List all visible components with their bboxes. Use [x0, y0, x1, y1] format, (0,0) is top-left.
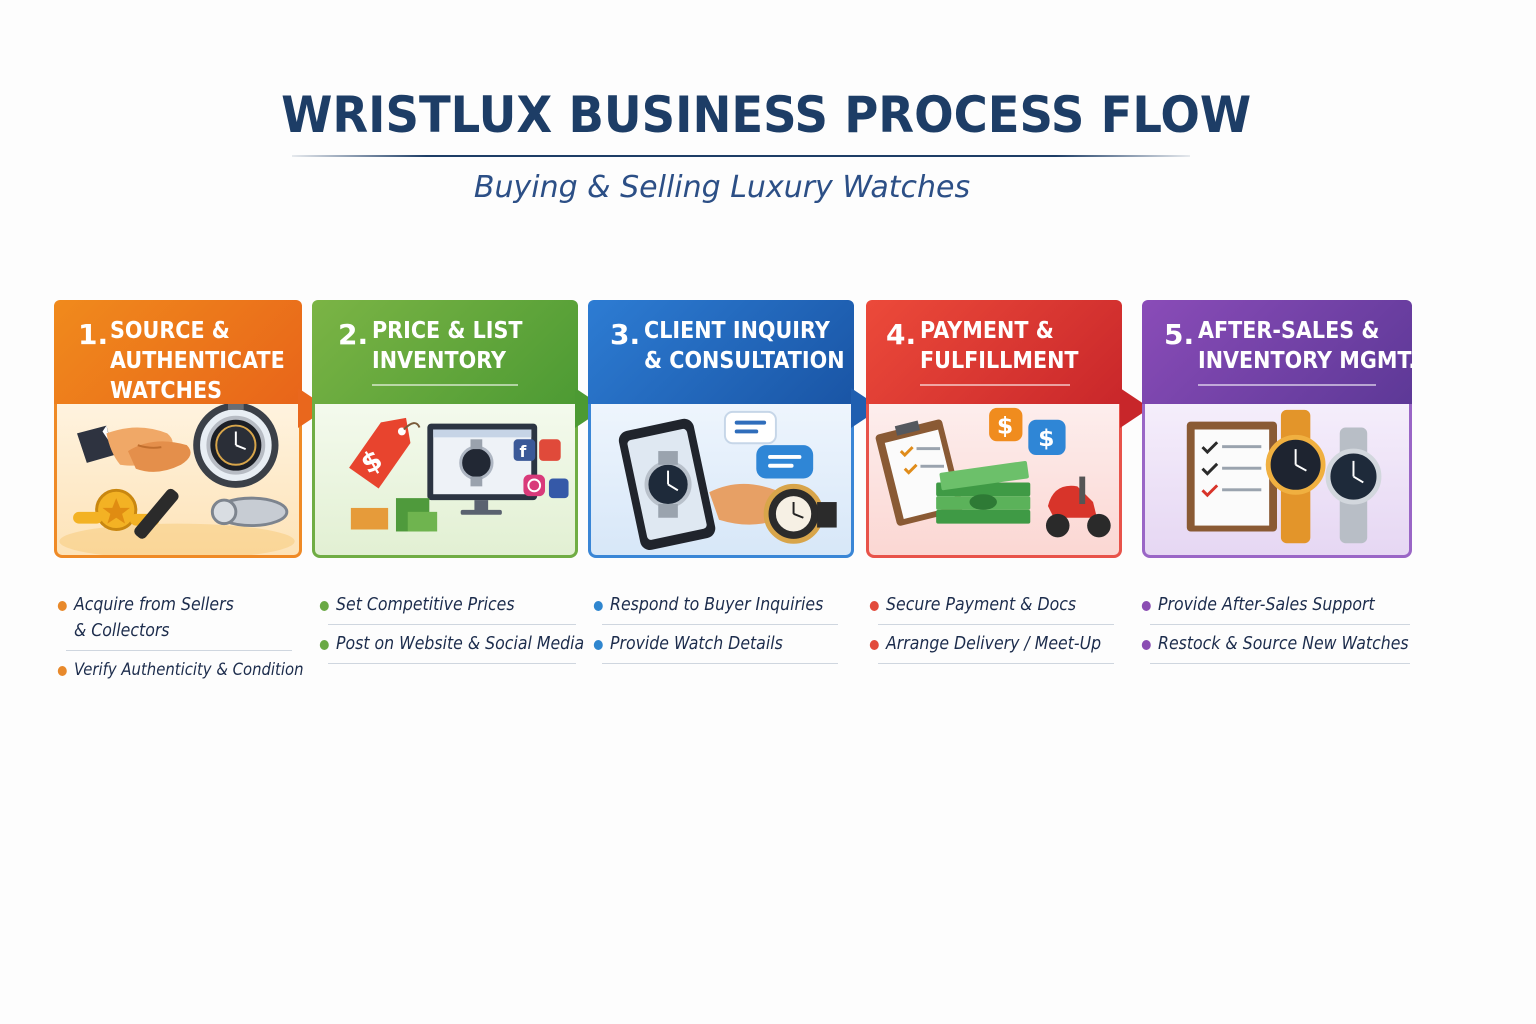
- step-card-2: 2. PRICE & LIST INVENTORY $: [312, 300, 578, 558]
- list-item: Verify Authenticity & Condition: [56, 657, 303, 683]
- svg-text:f: f: [520, 442, 527, 461]
- step-title-line: & CONSULTATION: [644, 348, 845, 374]
- step-title: PAYMENT & FULFILLMENT: [920, 316, 1079, 376]
- step-title-line: PRICE & LIST: [372, 318, 523, 344]
- page-title: WRISTLUX BUSINESS PROCESS FLOW: [281, 86, 1252, 144]
- header-rule: [1198, 384, 1376, 386]
- step-illustration-area: [1142, 404, 1412, 558]
- step-number: 1.: [78, 318, 109, 351]
- step-title-line: AUTHENTICATE: [110, 348, 285, 374]
- step-card-1: 1. SOURCE & AUTHENTICATE WATCHES: [54, 300, 302, 558]
- list-item: Restock & Source New Watches: [1140, 631, 1409, 657]
- step-1-bullets: Acquire from Sellers & Collectors Verify…: [56, 592, 303, 683]
- step-illustration-area: [54, 404, 302, 558]
- divider: [66, 650, 292, 651]
- step-2-bullets: Set Competitive Prices Post on Website &…: [318, 592, 584, 670]
- step-title-line: AFTER-SALES &: [1198, 318, 1380, 344]
- step-header-1: 1. SOURCE & AUTHENTICATE WATCHES: [54, 300, 302, 412]
- svg-text:$: $: [997, 411, 1013, 439]
- divider: [1150, 624, 1410, 625]
- list-item: Provide After-Sales Support: [1140, 592, 1383, 618]
- bullet-text: Restock & Source New Watches: [1158, 634, 1409, 654]
- step-number: 5.: [1164, 318, 1195, 351]
- divider: [878, 624, 1114, 625]
- bullet-text: Verify Authenticity & Condition: [74, 660, 304, 679]
- clipboard-cash-scooter-icon: $ $: [875, 407, 1111, 538]
- list-item: Respond to Buyer Inquiries: [592, 592, 823, 618]
- step-number: 4.: [886, 318, 917, 351]
- divider: [328, 663, 576, 664]
- step-title-line: INVENTORY: [372, 348, 507, 374]
- divider: [328, 624, 576, 625]
- page-subtitle: Buying & Selling Luxury Watches: [473, 170, 971, 205]
- bullet-dot: [57, 601, 67, 611]
- step-title: PRICE & LIST INVENTORY: [372, 316, 523, 376]
- phone-chat-watch-icon: [618, 410, 837, 550]
- step-card-5: 5. AFTER-SALES & INVENTORY MGMT.: [1142, 300, 1416, 558]
- bullet-dot: [869, 640, 879, 650]
- step-title-line: SOURCE &: [110, 318, 230, 344]
- step-title: CLIENT INQUIRY & CONSULTATION: [644, 316, 845, 376]
- step-3-bullets: Respond to Buyer Inquiries Provide Watch…: [592, 592, 838, 670]
- list-item: Arrange Delivery / Meet-Up: [868, 631, 1101, 657]
- step-header-2: 2. PRICE & LIST INVENTORY: [312, 300, 578, 412]
- header-rule: [920, 384, 1070, 386]
- header-rule: [372, 384, 518, 386]
- list-item: Secure Payment & Docs: [868, 592, 1089, 618]
- list-item: Post on Website & Social Media: [318, 631, 584, 657]
- list-item: Acquire from Sellers: [56, 592, 268, 618]
- list-item: Provide Watch Details: [592, 631, 813, 657]
- bullet-dot: [593, 601, 603, 611]
- step-4-bullets: Secure Payment & Docs Arrange Delivery /…: [868, 592, 1114, 670]
- divider: [602, 624, 838, 625]
- list-item: Set Competitive Prices: [318, 592, 550, 618]
- step-title-line: FULFILLMENT: [920, 348, 1079, 374]
- divider: [1150, 663, 1410, 664]
- step-number: 2.: [338, 318, 369, 351]
- bullet-text: Acquire from Sellers: [74, 595, 234, 615]
- svg-text:$: $: [1038, 424, 1054, 452]
- divider: [602, 663, 838, 664]
- step-5-bullets: Provide After-Sales Support Restock & So…: [1140, 592, 1410, 670]
- step-number: 3.: [610, 318, 641, 351]
- bullet-text: & Collectors: [74, 621, 170, 641]
- step-illustration-area: [588, 404, 854, 558]
- step-title-line: PAYMENT &: [920, 318, 1054, 344]
- step-card-3: 3. CLIENT INQUIRY & CONSULTATION: [588, 300, 854, 558]
- list-item: & Collectors: [56, 618, 268, 644]
- bullet-text: Provide After-Sales Support: [1158, 595, 1375, 615]
- step-card-4: 4. PAYMENT & FULFILLMENT $ $: [866, 300, 1122, 558]
- step-title-line: INVENTORY MGMT.: [1198, 348, 1417, 374]
- bullet-dot: [593, 640, 603, 650]
- bullet-dot: [319, 640, 329, 650]
- divider: [878, 663, 1114, 664]
- bullet-text: Arrange Delivery / Meet-Up: [886, 634, 1102, 654]
- bullet-text: Respond to Buyer Inquiries: [610, 595, 824, 615]
- bullet-text: Post on Website & Social Media: [336, 634, 585, 654]
- bullet-dot: [869, 601, 879, 611]
- bullet-dot: [1141, 640, 1151, 650]
- bullet-dot: [1141, 601, 1151, 611]
- handshake-magnifier-watch-icon: [59, 404, 295, 555]
- step-illustration-area: $ f: [312, 404, 578, 558]
- bullet-text: Provide Watch Details: [610, 634, 783, 654]
- step-title-line: WATCHES: [110, 378, 223, 404]
- step-header-3: 3. CLIENT INQUIRY & CONSULTATION: [588, 300, 854, 412]
- checklist-watches-icon: [1186, 409, 1382, 544]
- step-header-5: 5. AFTER-SALES & INVENTORY MGMT.: [1142, 300, 1416, 412]
- step-title-line: CLIENT INQUIRY: [644, 318, 830, 344]
- step-title: SOURCE & AUTHENTICATE WATCHES: [110, 316, 285, 406]
- step-header-4: 4. PAYMENT & FULFILLMENT: [866, 300, 1122, 412]
- bullet-text: Secure Payment & Docs: [886, 595, 1077, 615]
- bullet-text: Set Competitive Prices: [336, 595, 515, 615]
- price-tag-monitor-social-icon: $ f: [349, 417, 569, 532]
- step-illustration-area: $ $: [866, 404, 1122, 558]
- step-title: AFTER-SALES & INVENTORY MGMT.: [1198, 316, 1416, 376]
- bullet-dot: [57, 666, 67, 676]
- bullet-dot: [319, 601, 329, 611]
- title-underline: [292, 155, 1190, 157]
